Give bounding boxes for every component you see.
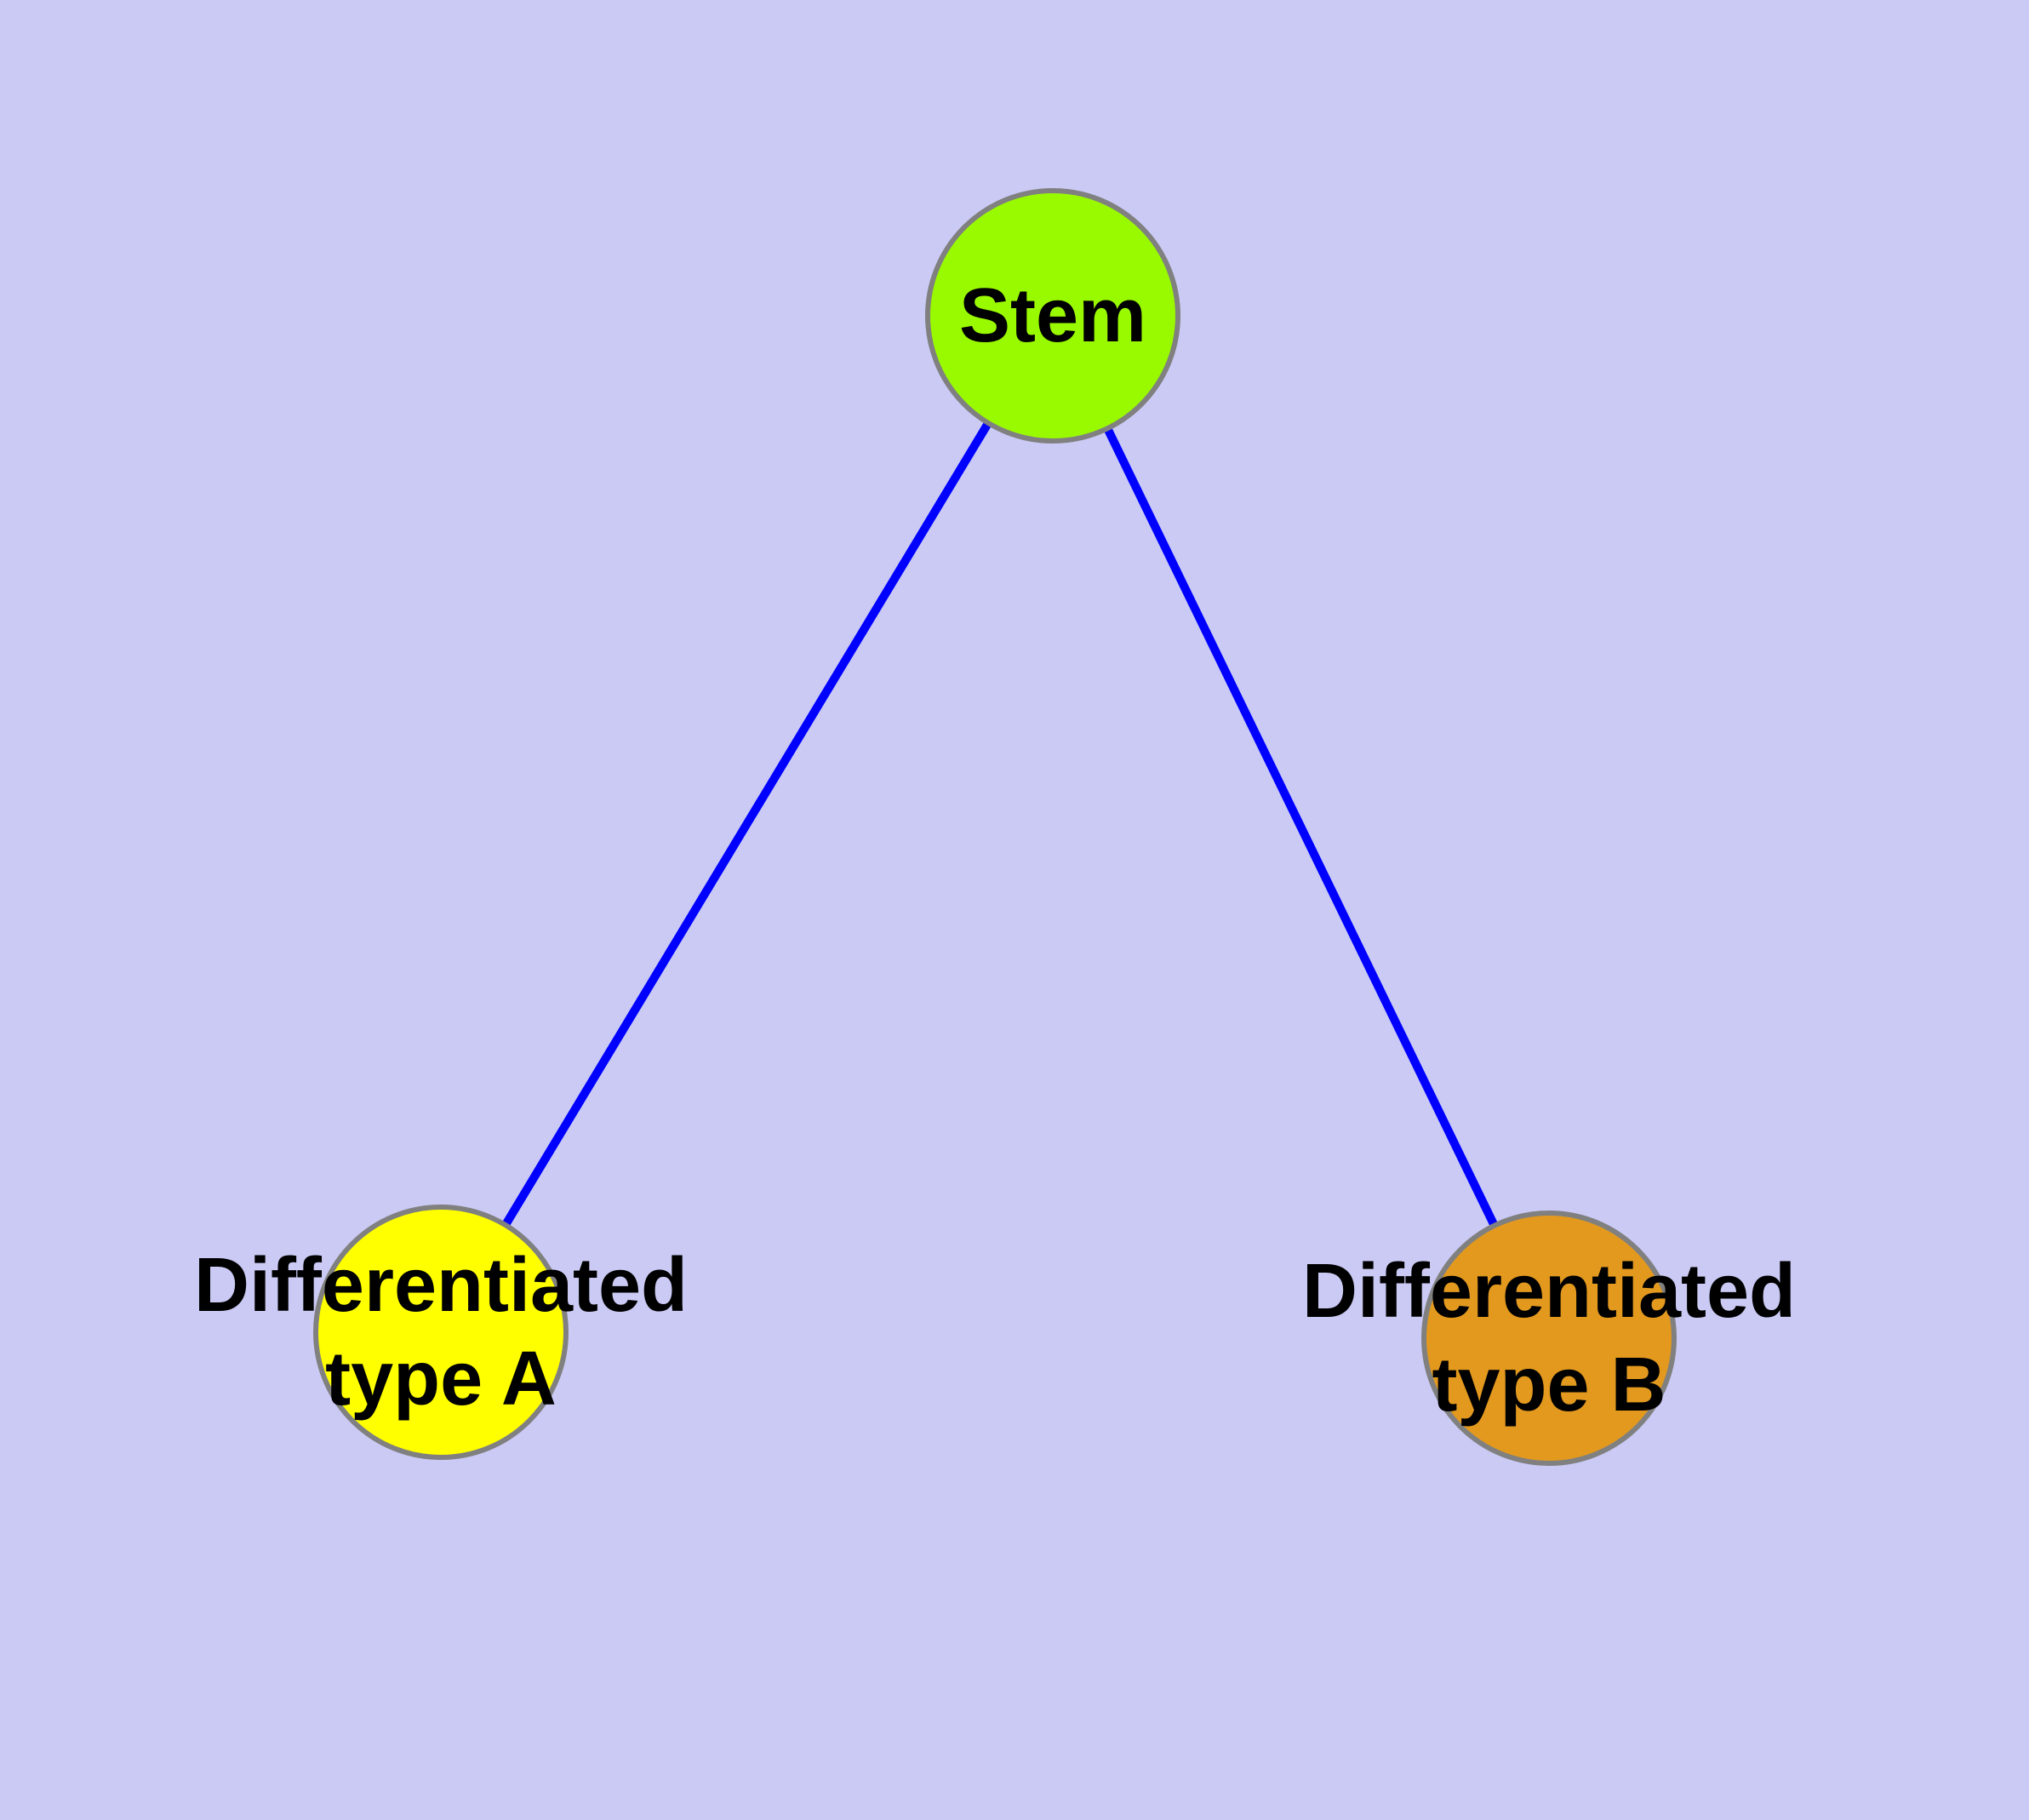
node-stem [925, 188, 1180, 444]
node-stem-label: Stem [958, 273, 1147, 358]
node-differentiated-type-a-label: Differentiated type A [193, 1243, 689, 1422]
edge-stem-to-type-a [437, 313, 1057, 1335]
node-differentiated-type-a [313, 1205, 569, 1460]
edge-stem-to-type-b [1049, 313, 1553, 1341]
node-differentiated-type-b [1421, 1210, 1677, 1466]
node-differentiated-type-b-label: Differentiated type B [1301, 1249, 1797, 1428]
